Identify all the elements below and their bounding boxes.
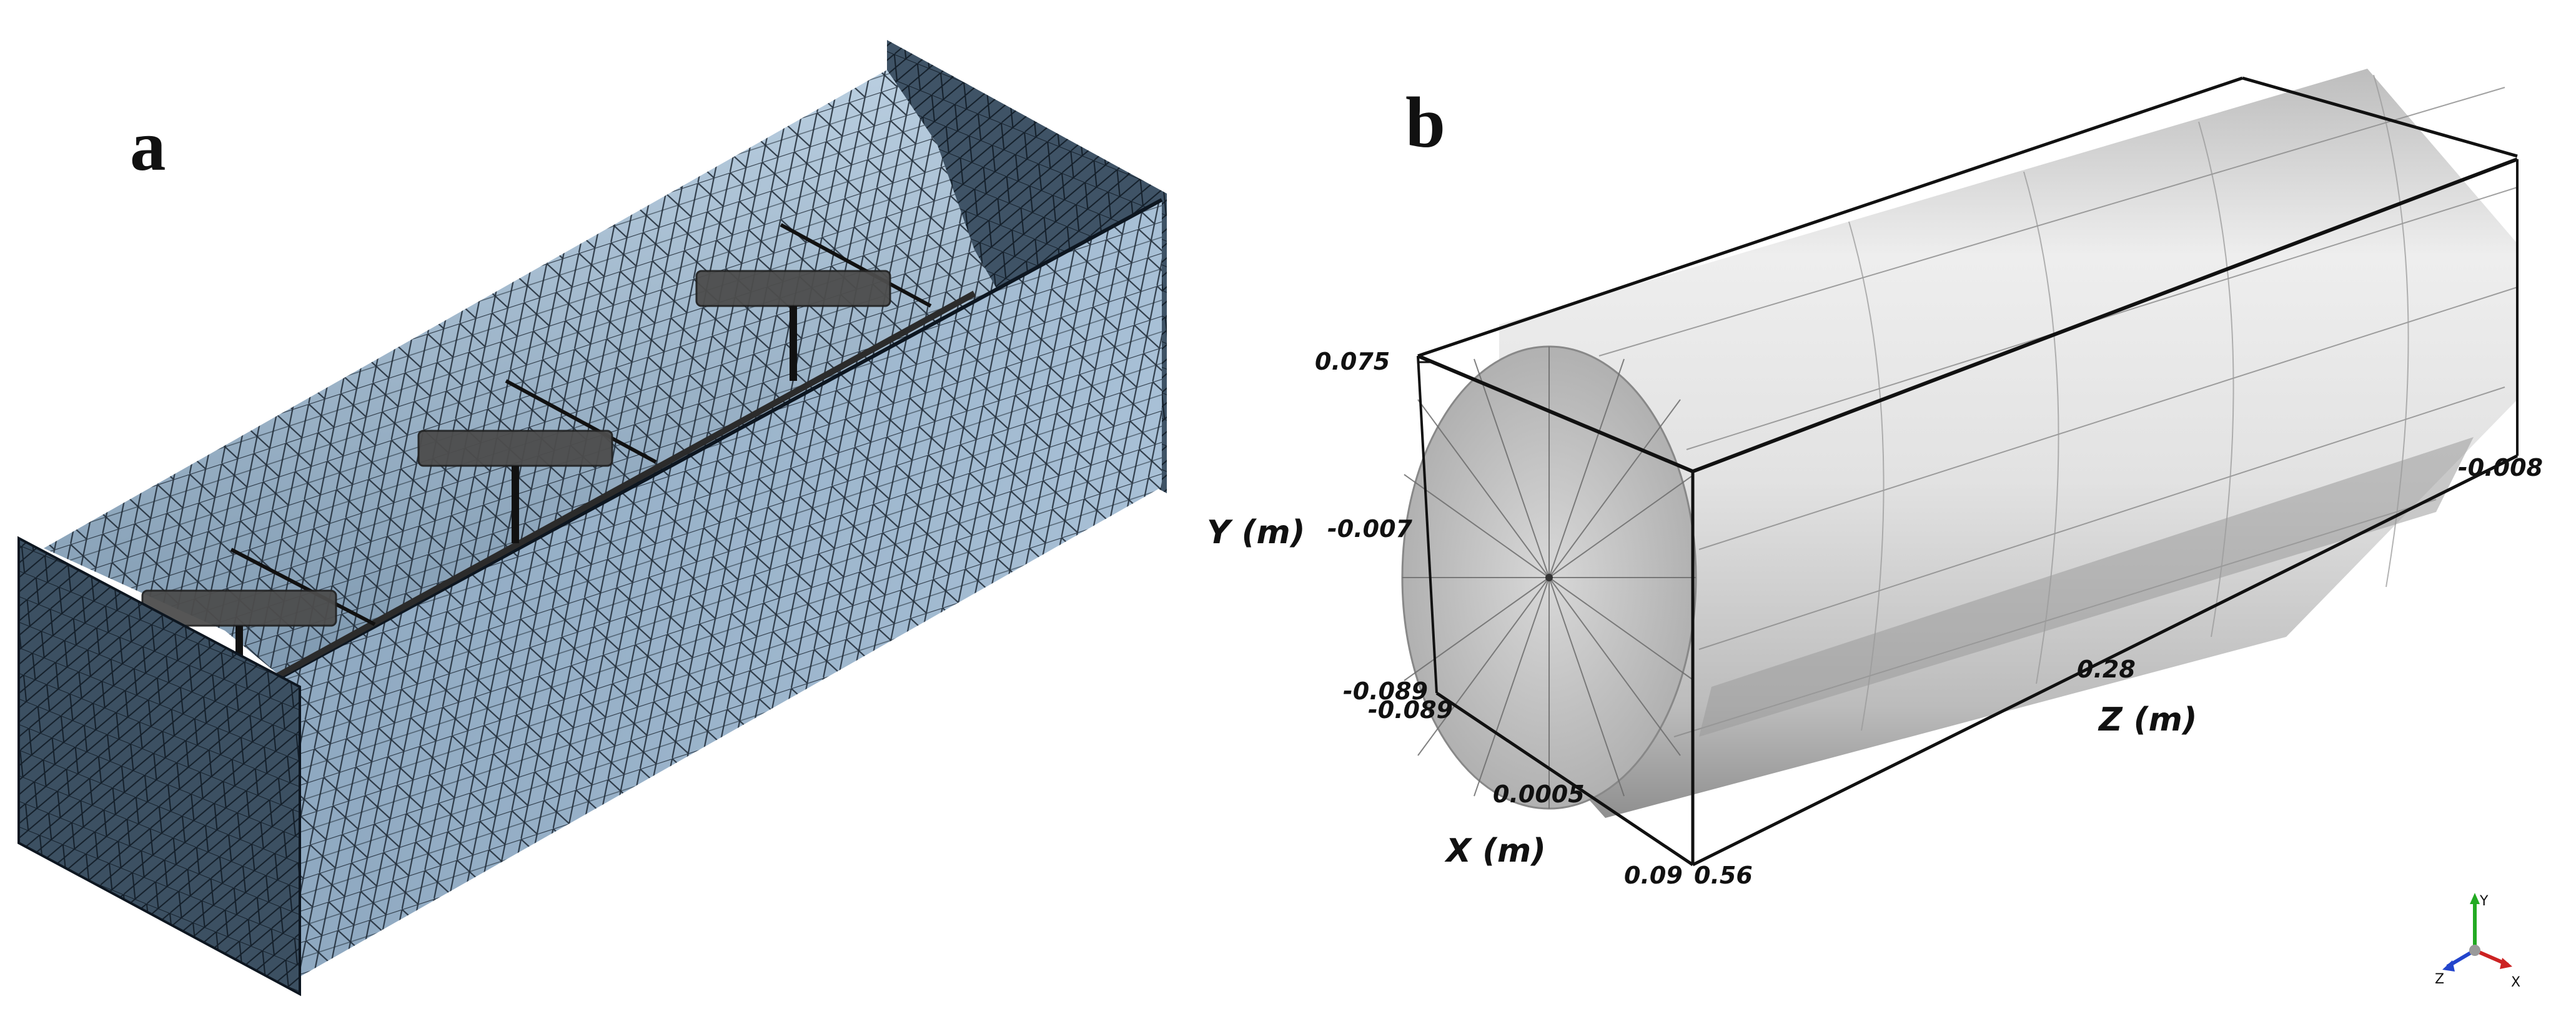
y-tick-top: 0.075	[1315, 348, 1390, 375]
z-tick-mid: 0.28	[2077, 656, 2136, 683]
cylinder-end-cap	[1401, 345, 1697, 810]
panel-a: a	[17, 40, 1167, 997]
z-axis-title: Z (m)	[2098, 701, 2197, 739]
panel-a-label: a	[130, 106, 166, 185]
z-tick-end: -0.008	[2458, 454, 2543, 481]
bounding-box	[1417, 76, 2519, 867]
y-tick-bottom: -0.089	[1343, 677, 1428, 705]
y-tick-mid: -0.007	[1327, 515, 1413, 543]
x-tick-mid: 0.0005	[1493, 780, 1585, 808]
triad-y-label: Y	[2479, 893, 2489, 909]
x-tick-end: 0.09	[1624, 862, 1683, 889]
x-tick-start: -0.089	[1368, 696, 1453, 724]
panel-b-label: b	[1405, 83, 1445, 162]
paddle-2	[417, 379, 657, 543]
x-axis-title: X (m)	[1444, 832, 1546, 870]
triad-z-label: Z	[2435, 972, 2444, 987]
orientation-triad: Y Z X	[2435, 893, 2520, 990]
paddle-3	[695, 223, 932, 381]
axis-labels: Y (m) Z (m) X (m) 0.075 -0.007 -0.089 -0…	[1207, 348, 2543, 889]
panel-b: b	[1207, 69, 2543, 990]
triad-x-label: X	[2511, 975, 2520, 990]
shaft	[273, 290, 976, 681]
trough-front-wall	[274, 198, 1163, 980]
left-end-plate	[17, 536, 301, 997]
trough-inner-surface	[44, 70, 999, 682]
y-axis-title: Y (m)	[1207, 514, 1305, 551]
z-tick-start: 0.56	[1694, 862, 1753, 889]
